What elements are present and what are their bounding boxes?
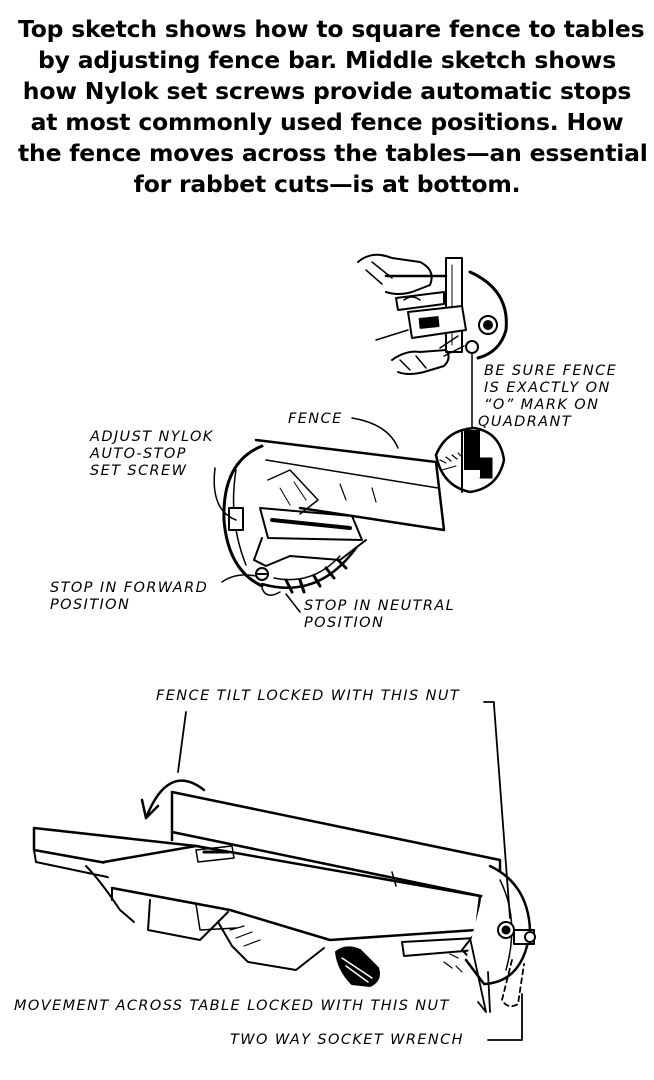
- label-stop-neutral-position: POSITION: [304, 615, 384, 631]
- label-exactly-on: IS EXACTLY ON: [484, 380, 611, 396]
- caption-line: Top sketch shows how to square fence to …: [18, 15, 645, 43]
- middle-labels: FENCE ADJUST NYLOK AUTO-STOP SET SCREW S…: [50, 411, 455, 631]
- caption-line: at most commonly used fence positions. H…: [30, 108, 624, 136]
- bottom-labels: FENCE TILT LOCKED WITH THIS NUT MOVEMENT…: [14, 688, 464, 1048]
- label-fence: FENCE: [288, 411, 343, 427]
- caption: Top sketch shows how to square fence to …: [18, 14, 648, 200]
- caption-line: the fence moves across the tables—an ess…: [18, 139, 648, 167]
- middle-sketch: [213, 417, 446, 613]
- caption-line: for rabbet cuts—is at bottom.: [133, 170, 521, 198]
- top-sketch: [357, 253, 508, 494]
- caption-line: how Nylok set screws provide automatic s…: [22, 77, 632, 105]
- bottom-sketch: [32, 701, 536, 1041]
- label-movement-across-table: MOVEMENT ACROSS TABLE LOCKED WITH THIS N…: [14, 998, 450, 1014]
- label-stop-forward-position: POSITION: [50, 597, 130, 613]
- label-set-screw: SET SCREW: [90, 463, 187, 479]
- label-stop-forward: STOP IN FORWARD: [50, 580, 208, 596]
- label-quadrant: QUADRANT: [478, 414, 572, 430]
- label-auto-stop: AUTO-STOP: [89, 446, 187, 462]
- caption-line: by adjusting fence bar. Middle sketch sh…: [38, 46, 616, 74]
- label-fence-tilt: FENCE TILT LOCKED WITH THIS NUT: [156, 688, 460, 704]
- label-adjust-nylok: ADJUST NYLOK: [89, 429, 214, 445]
- top-labels: BE SURE FENCE IS EXACTLY ON “O” MARK ON …: [478, 363, 617, 430]
- label-o-mark: “O” MARK ON: [484, 397, 599, 413]
- label-stop-neutral: STOP IN NEUTRAL: [304, 598, 455, 614]
- label-two-way-socket-wrench: TWO WAY SOCKET WRENCH: [230, 1032, 464, 1048]
- label-be-sure-fence: BE SURE FENCE: [484, 363, 617, 379]
